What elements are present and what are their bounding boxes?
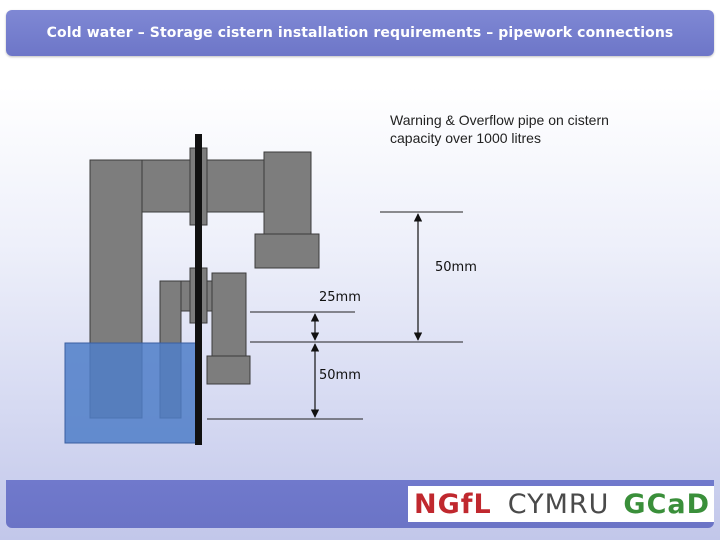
slide-title: Cold water – Storage cistern installatio… bbox=[46, 25, 674, 41]
lower-elbow-vertical bbox=[211, 272, 247, 357]
dimension-label-upper: 50mm bbox=[435, 260, 477, 275]
logo-ngfl: NGfL bbox=[414, 488, 492, 520]
warning-overflow-label: Warning & Overflow pipe on cistern capac… bbox=[390, 112, 609, 146]
dimension-label-lower: 50mm bbox=[319, 368, 361, 383]
cistern-wall bbox=[195, 134, 202, 445]
upper-outlet-end bbox=[254, 233, 320, 269]
upper-elbow-vertical bbox=[263, 151, 312, 235]
logo-gcad: GCaD bbox=[623, 488, 711, 520]
cistern-water bbox=[64, 342, 199, 444]
dimension-label-middle: 25mm bbox=[319, 290, 361, 305]
title-bar: Cold water – Storage cistern installatio… bbox=[6, 10, 714, 56]
logo-cymru: CYMRU bbox=[507, 488, 610, 520]
ngfl-cymru-gcad-logo: NGfL CYMRU GCaD bbox=[408, 486, 714, 522]
lower-outlet-end bbox=[206, 355, 251, 385]
